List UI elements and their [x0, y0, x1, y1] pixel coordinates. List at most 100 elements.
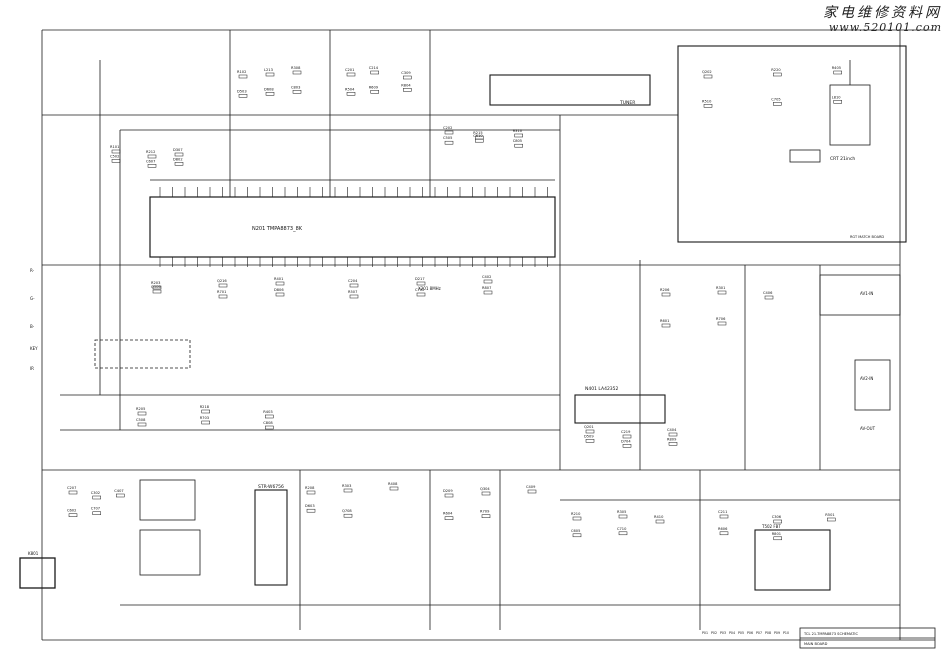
- part-tag: R215: [473, 131, 482, 135]
- part-tag: C610: [473, 134, 483, 138]
- component-body: [585, 439, 595, 443]
- component-body: [111, 159, 121, 163]
- component-body: [773, 519, 782, 524]
- component-body: [661, 292, 671, 297]
- part-tag: R205: [136, 407, 145, 411]
- component-body: [833, 70, 842, 75]
- part-tag: R305: [617, 510, 626, 514]
- left-label-1: R-: [30, 268, 35, 273]
- component-body: [147, 154, 157, 159]
- component-body: [527, 489, 537, 494]
- part-tag: R303: [342, 484, 351, 488]
- component-body: [306, 508, 316, 513]
- component-body: [514, 143, 523, 148]
- component-body: [661, 323, 671, 328]
- part-tag: R709: [480, 510, 490, 514]
- site-watermark: 家电维修资料网 www.520101.com: [823, 2, 942, 34]
- component-body: [265, 414, 274, 419]
- part-tag: D704: [621, 439, 631, 443]
- part-tag: R804: [401, 83, 411, 87]
- component-body: [137, 422, 147, 427]
- component-body: [68, 490, 78, 495]
- component-body: [238, 74, 248, 79]
- title-block-model: TCL 21-TMPA8873 SCHEMATIC: [803, 632, 858, 636]
- part-tag: C214: [369, 66, 379, 70]
- part-tag: D509: [584, 434, 594, 438]
- part-tag: C404: [667, 428, 677, 432]
- crt-board-note: RGT MATCH BOARD: [850, 235, 884, 239]
- component-body: [265, 425, 274, 430]
- part-tag: L810: [832, 95, 842, 99]
- component-body: [481, 514, 491, 518]
- left-label-5: IR: [30, 366, 34, 371]
- component-body: [265, 72, 275, 77]
- component-body: [444, 516, 454, 520]
- part-tag: D608: [264, 87, 274, 91]
- fbt-label: T502 FBT: [761, 524, 781, 529]
- component-body: [147, 164, 157, 168]
- watermark-url: www.520101.com: [828, 21, 942, 34]
- part-tag: R706: [716, 317, 726, 321]
- main-ic-pins: [159, 187, 548, 267]
- strip-pin-label: P02: [711, 631, 717, 635]
- component-body: [152, 285, 162, 290]
- component-body: [833, 100, 842, 104]
- part-tag: D307: [173, 148, 183, 152]
- component-body: [668, 442, 678, 446]
- component-body: [92, 511, 101, 515]
- component-body: [622, 444, 632, 448]
- component-body: [416, 292, 426, 297]
- component-body: [111, 149, 121, 154]
- part-tag: C605: [571, 529, 580, 533]
- component-body: [444, 140, 454, 145]
- part-tag: R405: [832, 66, 841, 70]
- part-tag: C707: [91, 507, 100, 511]
- part-tag: R220: [771, 68, 781, 72]
- part-tag: R809: [667, 437, 677, 441]
- left-label-3: B-: [30, 324, 35, 329]
- component-body: [717, 321, 727, 326]
- part-tag: R801: [772, 532, 781, 536]
- watermark-title: 家电维修资料网: [823, 5, 942, 21]
- part-tag: C710: [617, 527, 627, 531]
- component-body: [514, 133, 523, 138]
- part-tag: C406: [763, 291, 773, 295]
- part-tag: Q708: [342, 509, 352, 513]
- part-tag: R601: [660, 319, 669, 323]
- power-ic-label: STR-W6756: [258, 484, 284, 490]
- strip-pin-label: P05: [738, 631, 744, 635]
- part-tag: L213: [264, 68, 273, 72]
- part-tag: C808: [263, 421, 273, 425]
- part-tag: C607: [146, 159, 155, 163]
- component-body: [773, 102, 782, 106]
- part-tag: R308: [291, 66, 301, 70]
- strip-pin-label: P08: [765, 631, 771, 635]
- component-body: [719, 531, 729, 536]
- component-body: [572, 516, 582, 521]
- part-tag: C211: [718, 510, 727, 514]
- component-body: [827, 517, 836, 522]
- part-tag: R807: [482, 286, 491, 290]
- part-tag: R401: [274, 277, 283, 281]
- component-body: [346, 72, 356, 77]
- part-tag: D209: [443, 489, 453, 493]
- strip-pin-label: P06: [747, 631, 753, 635]
- left-label-4: KEY: [30, 346, 38, 351]
- component-body: [622, 434, 632, 439]
- component-body: [483, 290, 493, 295]
- component-body: [218, 283, 228, 288]
- audio-ic-label: N401 LA42352: [585, 386, 619, 392]
- part-tag: C202: [443, 126, 452, 130]
- part-tag: C505: [443, 136, 452, 140]
- component-body: [717, 290, 727, 295]
- part-tag: C702: [415, 288, 424, 292]
- component-body: [275, 292, 285, 297]
- component-body: [218, 294, 228, 299]
- part-tag: C302: [91, 491, 100, 495]
- part-tag: Q201: [584, 425, 594, 429]
- component-body: [403, 75, 412, 80]
- component-body: [773, 72, 782, 77]
